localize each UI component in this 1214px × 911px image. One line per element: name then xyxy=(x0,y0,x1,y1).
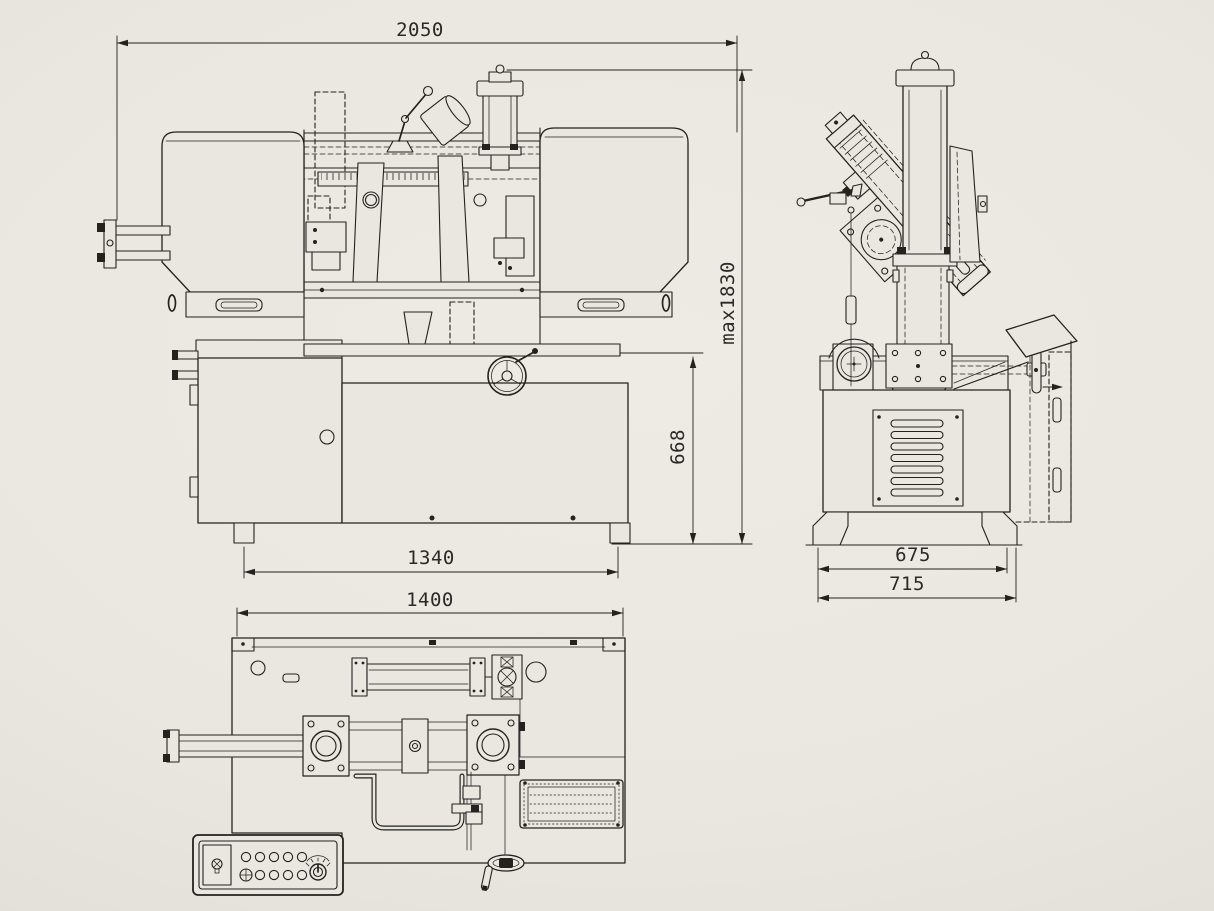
dim-table-height: 668 xyxy=(619,352,704,545)
left-cabinet xyxy=(197,357,343,524)
lamp-top-joint xyxy=(422,85,434,97)
handle-rod xyxy=(796,183,863,207)
vent-panel xyxy=(872,409,964,507)
side-knob xyxy=(977,195,988,213)
indicator-lamp-icon xyxy=(211,858,223,874)
cover-handle xyxy=(215,298,263,312)
pivot-column xyxy=(892,261,954,359)
feed-roller xyxy=(351,654,547,700)
work-table xyxy=(303,343,621,357)
panel-button xyxy=(268,851,280,863)
vise-lead-screw xyxy=(299,171,541,187)
vise-handwheel-side xyxy=(1026,348,1063,394)
machine-base-side xyxy=(812,389,1018,546)
hydraulic-cylinder-front xyxy=(476,64,524,171)
foot xyxy=(233,522,255,544)
control-panel xyxy=(192,834,344,896)
hydraulic-cylinder-side xyxy=(892,50,958,267)
dim-label-front-foot-span: 1340 xyxy=(407,547,455,569)
dim-plan-length: 1400 xyxy=(236,589,624,637)
side-view xyxy=(796,50,1078,546)
dim-label-max-height: max1830 xyxy=(717,261,739,345)
vent-slots xyxy=(890,419,944,497)
side-rails xyxy=(951,361,1031,390)
foot xyxy=(609,522,631,544)
pull-rod xyxy=(845,206,857,387)
bed-hole xyxy=(525,661,547,683)
dim-front-foot-span: 1340 xyxy=(243,546,619,579)
feed-bar xyxy=(97,219,171,269)
right-guide-blocks xyxy=(493,195,535,277)
left-guide-blocks xyxy=(305,195,347,271)
coolant-pipe xyxy=(353,773,465,831)
blade-wheel-side xyxy=(828,338,880,391)
vise-handwheel-top xyxy=(480,854,525,892)
machine-base-front xyxy=(172,339,631,544)
hidden-duct xyxy=(449,301,475,345)
bed-slot xyxy=(282,673,300,683)
chip-funnel xyxy=(403,311,433,345)
button-row-top xyxy=(240,851,308,863)
cylinder-bolt xyxy=(482,144,490,150)
dim-max-height: max1830 xyxy=(506,69,753,545)
panel-button xyxy=(282,851,294,863)
panel-button xyxy=(282,869,294,881)
front-view xyxy=(97,64,689,544)
dim-label-table-height: 668 xyxy=(667,429,689,465)
indicator-cell xyxy=(202,844,232,886)
bed-hole xyxy=(250,660,266,676)
cylinder-bolt xyxy=(510,144,518,150)
panel-button xyxy=(254,851,266,863)
work-lamp xyxy=(386,85,471,153)
vise-slide xyxy=(163,714,525,777)
panel-button xyxy=(240,851,252,863)
column-plate xyxy=(949,145,988,263)
chip-grate xyxy=(519,779,624,829)
cover-latch xyxy=(661,294,671,312)
foot xyxy=(812,511,849,546)
dimension-annotations: 2050 max1830 668 1340 1400 xyxy=(116,19,1023,637)
base-cabinet xyxy=(341,382,629,524)
panel-button xyxy=(296,869,308,881)
cross-rail xyxy=(303,281,541,299)
feed-handwheel xyxy=(487,348,538,396)
button-row-bottom xyxy=(239,868,308,882)
dim-label-overall-width: 2050 xyxy=(396,19,444,41)
speed-dial xyxy=(305,855,331,881)
foot xyxy=(981,511,1018,546)
dim-label-side-foot-span: 675 xyxy=(895,544,931,566)
right-wheel-cover xyxy=(539,127,689,318)
panel-button xyxy=(254,869,266,881)
cover-latch xyxy=(167,294,177,312)
discharge-chute xyxy=(1005,314,1078,523)
panel-button xyxy=(296,851,308,863)
blade-line-fittings xyxy=(451,771,506,856)
plan-view xyxy=(163,637,626,896)
dim-overall-width: 2050 xyxy=(116,19,738,221)
dim-side-overall-depth: 715 xyxy=(817,547,1017,603)
cover-handle xyxy=(577,298,625,312)
panel-button xyxy=(268,869,280,881)
dim-side-foot-span: 675 xyxy=(817,544,1008,603)
cabinet-door-knob xyxy=(319,429,335,445)
dim-label-side-overall-depth: 715 xyxy=(889,573,925,595)
left-wheel-cover xyxy=(161,131,305,318)
dim-label-plan-length: 1400 xyxy=(406,589,454,611)
